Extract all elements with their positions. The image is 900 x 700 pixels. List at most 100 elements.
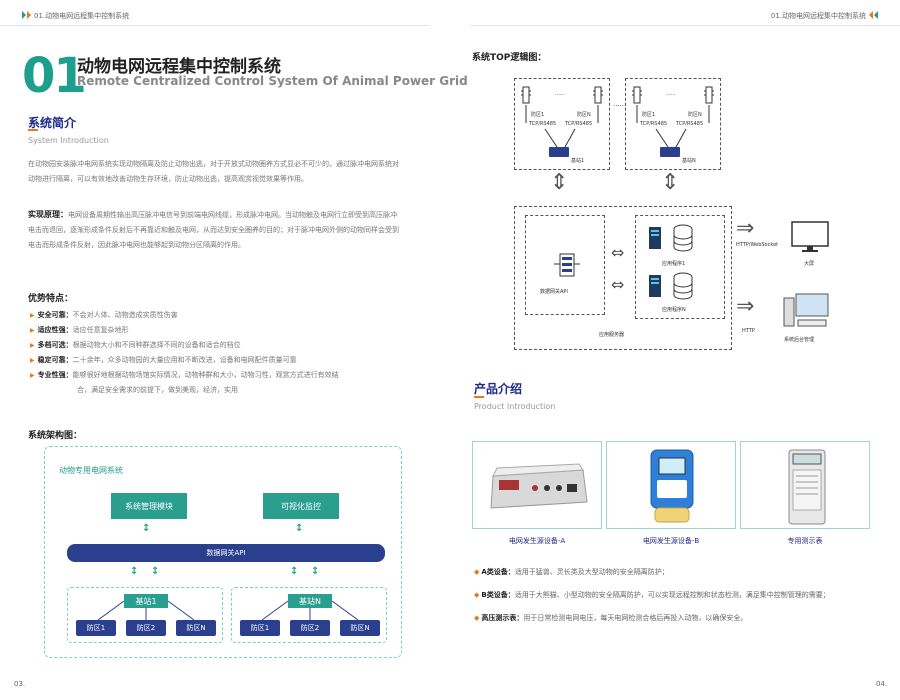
gateway-box: 数据网关API	[525, 215, 605, 315]
basen-links	[261, 600, 359, 621]
diamond-icon: ◆	[474, 568, 480, 576]
arch-diagram: 动物专用电网系统 系统管理模块 可视化监控 ↕ ↕ 数据网关API ↕ ↕ ↕ …	[44, 446, 402, 658]
device-icon	[593, 86, 603, 104]
updown-arrow-icon: ↕	[290, 566, 299, 577]
triangle-icon: ▶	[30, 342, 35, 349]
zone-box: 防区N	[176, 620, 216, 636]
diamond-icon: ◆	[474, 614, 480, 622]
principle-paragraph: 实现原理：电网设备周期性输出高压脉冲电信号到前端电网线缆，形成脉冲电网。当动物触…	[28, 207, 403, 253]
principle-label: 实现原理：	[28, 210, 68, 219]
server-icon	[649, 227, 661, 249]
computer-icon	[783, 293, 829, 327]
products-heading: 产品介绍	[474, 382, 523, 396]
screen-label: 大屏	[804, 261, 815, 267]
monitor-icon	[791, 221, 829, 252]
intro-subheading: System Introduction	[28, 136, 109, 145]
header-right: 01.动物电网远程集中控制系统	[470, 0, 900, 26]
base-station-n: 基站N	[288, 594, 332, 608]
header-arrow-icon-right	[869, 11, 878, 19]
triangle-icon: ▶	[30, 372, 35, 379]
server-label: 应用服务器	[599, 332, 625, 338]
triangle-icon: ▶	[30, 357, 35, 364]
product-desc-item: ◆高压测示表：用于日常检测电网电压，每天电网检测合格后再投入动物，以确保安全。	[474, 614, 748, 622]
product-card-b[interactable]	[606, 441, 736, 529]
topo-title: 系统TOP逻辑图：	[472, 53, 547, 63]
page-subtitle: Remote Centralized Control System Of Ani…	[77, 74, 468, 88]
appn-label: 应用程序N	[662, 307, 686, 313]
zone-box: 防区2	[126, 620, 166, 636]
app1-label: 应用程序1	[662, 261, 686, 267]
header-arrow-icon	[22, 11, 31, 19]
topo-base1-group: ...... 防区1 防区N TCP/RS485 TCP/RS485 基站1	[514, 78, 610, 170]
product-desc-item: ◆B类设备：适用于大熊猫、小型动物的安全隔离防护，可以实现远程控制和状态检测，满…	[474, 591, 830, 599]
zone-box: 防区N	[340, 620, 380, 636]
updown-arrow-icon: ↕	[130, 566, 139, 577]
advantage-item: ▶专业性强：能够很好地根据动物场馆实际情况，动物种群和大小，动物习性，观赏方式进…	[30, 371, 339, 379]
header-left: 01.动物电网远程集中控制系统	[0, 0, 430, 26]
product-label-meter: 专用测示表	[787, 537, 823, 545]
right-arrow-icon: ⇒	[736, 294, 755, 319]
device-icon	[704, 86, 714, 104]
triangle-icon: ▶	[30, 327, 35, 334]
topo-links	[525, 105, 599, 148]
gateway-bar: 数据网关API	[67, 544, 385, 562]
leftright-arrow-icon: ⇔	[611, 275, 625, 294]
diamond-icon: ◆	[474, 591, 480, 599]
product-desc-item: ◆A类设备：适用于猛兽、灵长类及大型动物的安全隔离防护；	[474, 568, 669, 576]
header-left-label: 01.动物电网远程集中控制系统	[34, 12, 130, 20]
topo-tcp-label: TCP/RS485	[676, 121, 704, 127]
product-desc-list: ◆A类设备：适用于猛兽、灵长类及大型动物的安全隔离防护； ◆B类设备：适用于大熊…	[474, 566, 884, 625]
principle-text: 电网设备周期性输出高压脉冲电信号到前端电网线缆，形成脉冲电网。当动物触及电网行立…	[28, 211, 399, 249]
zone-box: 防区2	[290, 620, 330, 636]
zone-box: 防区1	[76, 620, 116, 636]
arch-system-label: 动物专用电网系统	[59, 466, 123, 475]
router-icon	[549, 147, 569, 157]
base-station-1: 基站1	[124, 594, 168, 608]
product-label-a: 电网发生源设备-A	[508, 537, 566, 545]
page-number-right: 04.	[876, 680, 888, 688]
advantage-item: ▶安全可靠：不会对人体、动物造成实质性伤害	[30, 311, 178, 319]
arch-title: 系统架构图：	[28, 431, 83, 441]
product-card-a[interactable]	[472, 441, 602, 529]
products-heading-bar	[474, 396, 484, 398]
right-arrow-icon: ⇒	[736, 216, 755, 241]
topo-zone1-label: 防区1	[531, 112, 545, 118]
title-number: 01	[22, 48, 87, 104]
intro-heading-bar	[28, 129, 38, 131]
topo-diagram: ...... 防区1 防区N TCP/RS485 TCP/RS485 基站1 .…	[470, 70, 890, 360]
advantage-item: ▶多档可选：根据动物大小和不同种群选择不同的设备和适合的档位	[30, 341, 241, 349]
advantages-list: ▶安全可靠：不会对人体、动物造成实质性伤害 ▶适应性强：适应任意复杂地形 ▶多档…	[30, 308, 410, 397]
triangle-icon: ▶	[30, 312, 35, 319]
page-number-left: 03.	[14, 680, 26, 688]
visual-monitor: 可视化监控	[263, 493, 339, 519]
leftright-arrow-icon: ⇔	[611, 243, 625, 262]
device-b-image	[650, 449, 694, 523]
app-server-box: 数据网关API ⇔ ⇔ 应用程序1 应用程序N 应用服务器	[514, 206, 732, 350]
meter-image	[788, 449, 826, 525]
database-icon	[673, 272, 693, 300]
intro-paragraph: 在动物园安装脉冲电网系统实现动物隔离及防止动物出逃，对于开放式动物圈养方式显必不…	[28, 160, 399, 183]
base1-links	[97, 600, 195, 621]
header-right-label: 01.动物电网远程集中控制系统	[770, 12, 866, 20]
topo-links	[636, 105, 710, 148]
topo-zonen-label: 防区N	[688, 112, 702, 118]
topo-tcp-label: TCP/RS485	[529, 121, 557, 127]
http-ws-label: HTTP/WebSocket	[736, 242, 779, 248]
topo-zone1-label: 防区1	[642, 112, 656, 118]
server-icon	[649, 275, 661, 297]
page-title: 动物电网远程集中控制系统	[77, 57, 281, 77]
database-icon	[673, 224, 693, 252]
topo-basen-group: ...... 防区1 防区N TCP/RS485 TCP/RS485 基站N	[625, 78, 721, 170]
gateway-label: 数据网关API	[540, 289, 568, 295]
advantages-title: 优势特点：	[28, 294, 74, 304]
topo-dots: ......	[666, 91, 676, 97]
zone-group-1: 基站1 防区1 防区2 防区N	[67, 587, 223, 643]
http-label: HTTP	[742, 328, 755, 334]
topo-tcp-label: TCP/RS485	[640, 121, 668, 127]
product-label-b: 电网发生源设备-B	[642, 537, 700, 545]
updown-arrow-icon: ↕	[151, 566, 160, 577]
intro-heading: 系统简介	[28, 116, 77, 130]
advantage-item-cont: 合，满足安全需求的前提下，做到美观，经济，实用	[77, 386, 238, 394]
topo-zonen-label: 防区N	[577, 112, 591, 118]
product-card-meter[interactable]	[740, 441, 870, 529]
